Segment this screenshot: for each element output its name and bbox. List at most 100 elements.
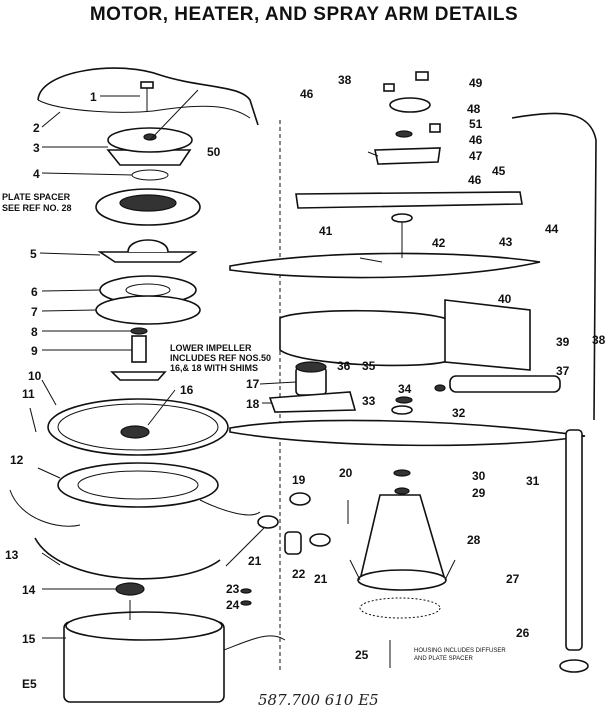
part-label: 26 (516, 626, 530, 640)
bracket-13 (34, 537, 221, 580)
svg-text:PLATE SPACER: PLATE SPACER (2, 192, 71, 202)
part-label: 38 (338, 73, 352, 87)
gasket-7 (95, 295, 201, 325)
pump-housing-28 (349, 494, 456, 591)
part-label: 23 (226, 582, 240, 596)
feed-tube-44 (511, 112, 597, 421)
part-label: 47 (469, 149, 483, 163)
part-label: 40 (498, 292, 512, 306)
part-label: 13 (5, 548, 19, 562)
screw-11 (29, 407, 37, 433)
clamps-19-21-22 (257, 492, 331, 555)
tube-27 (565, 429, 583, 651)
part-label: 5 (30, 247, 37, 261)
part-label: 21 (314, 572, 328, 586)
cap-26 (559, 659, 589, 673)
part-label: 35 (362, 359, 376, 373)
bracket-39 (444, 299, 531, 371)
part-label: 24 (226, 598, 240, 612)
plate-spacer (95, 188, 201, 226)
plate-18 (268, 391, 357, 413)
part-label: 37 (556, 364, 570, 378)
motor-15 (63, 600, 286, 703)
part-label: 8 (31, 325, 38, 339)
part-label: 10 (28, 369, 42, 383)
lower-impeller-note: LOWER IMPELLER INCLUDES REF NOS.50 16,& … (170, 343, 271, 373)
washer-8 (130, 327, 148, 335)
part-label: 16 (180, 383, 194, 397)
part-label: 46 (300, 87, 314, 101)
part-label: 14 (22, 583, 36, 597)
washer-29-30 (393, 469, 411, 495)
handwritten-model-code: 587.700 610 E5 (258, 691, 379, 709)
tube-38 (449, 375, 561, 393)
svg-text:AND PLATE SPACER: AND PLATE SPACER (414, 656, 473, 662)
part-label: 50 (207, 145, 221, 159)
part-label: 19 (292, 473, 306, 487)
housing-note: HOUSING INCLUDES DIFFUSER AND PLATE SPAC… (414, 648, 506, 662)
part-label: 1 (90, 90, 97, 104)
part-label: 45 (492, 164, 506, 178)
part-label: 44 (545, 222, 559, 236)
upper-spray-arm-43 (229, 252, 541, 279)
part-label: 28 (467, 533, 481, 547)
part-label: 22 (292, 567, 306, 581)
part-label: 39 (556, 335, 570, 349)
plate-spacer-note: PLATE SPACER SEE REF NO. 28 (2, 192, 72, 213)
diagram-title: MOTOR, HEATER, AND SPRAY ARM DETAILS (89, 4, 519, 25)
part-label: 27 (506, 572, 520, 586)
part-label: 46 (468, 173, 482, 187)
part-label: 43 (499, 235, 513, 249)
part-label: 18 (246, 397, 260, 411)
chopper-17 (295, 361, 327, 396)
heater-element (37, 67, 259, 126)
part-label: 20 (339, 466, 353, 480)
filter-cup (106, 127, 193, 166)
part-label: 7 (31, 305, 38, 319)
part-label: 25 (355, 648, 369, 662)
bar-45 (295, 191, 523, 209)
leader-lines (37, 89, 383, 639)
part-label: 15 (22, 632, 36, 646)
part-label: 21 (248, 554, 262, 568)
part-label: 51 (469, 117, 483, 131)
seal-16 (120, 425, 150, 439)
part-label: 34 (398, 382, 412, 396)
part-labels: 1 2 3 4 5 6 7 8 9 10 11 12 13 14 15 16 1… (5, 73, 606, 662)
part-label: 48 (467, 102, 481, 116)
part-label: 29 (472, 486, 486, 500)
pump-housing-12 (9, 462, 261, 527)
part-label: 9 (31, 344, 38, 358)
part-label: 38 (592, 333, 606, 347)
part-label: 46 (469, 133, 483, 147)
screw-1 (140, 81, 154, 112)
part-14 (115, 582, 145, 596)
part-label: 17 (246, 377, 260, 391)
top-parts-46-51 (374, 71, 441, 165)
part-label: 3 (33, 141, 40, 155)
part-label: 33 (362, 394, 376, 408)
part-label: 4 (33, 167, 40, 181)
part-label: 30 (472, 469, 486, 483)
diffuser-screen (359, 597, 441, 619)
corner-code: E5 (22, 677, 37, 691)
part-label: 2 (33, 121, 40, 135)
svg-text:16,& 18 WITH SHIMS: 16,& 18 WITH SHIMS (170, 363, 258, 373)
part-label: 31 (526, 474, 540, 488)
part-label: 49 (469, 76, 483, 90)
post-42 (391, 213, 413, 258)
part-label: 36 (337, 359, 351, 373)
part-label: 12 (10, 453, 24, 467)
part-label: 42 (432, 236, 446, 250)
svg-text:LOWER IMPELLER: LOWER IMPELLER (170, 343, 252, 353)
part-label: 41 (319, 224, 333, 238)
svg-text:SEE REF NO. 28: SEE REF NO. 28 (2, 203, 72, 213)
screw-23-24 (240, 588, 252, 606)
part-label: 32 (452, 406, 466, 420)
part-label: 6 (31, 285, 38, 299)
lower-spray-arm-31 (229, 419, 586, 447)
svg-text:INCLUDES REF NOS.50: INCLUDES REF NOS.50 (170, 353, 271, 363)
lower-impeller (110, 335, 167, 381)
svg-text:HOUSING INCLUDES DIFFUSER: HOUSING INCLUDES DIFFUSER (414, 648, 506, 654)
